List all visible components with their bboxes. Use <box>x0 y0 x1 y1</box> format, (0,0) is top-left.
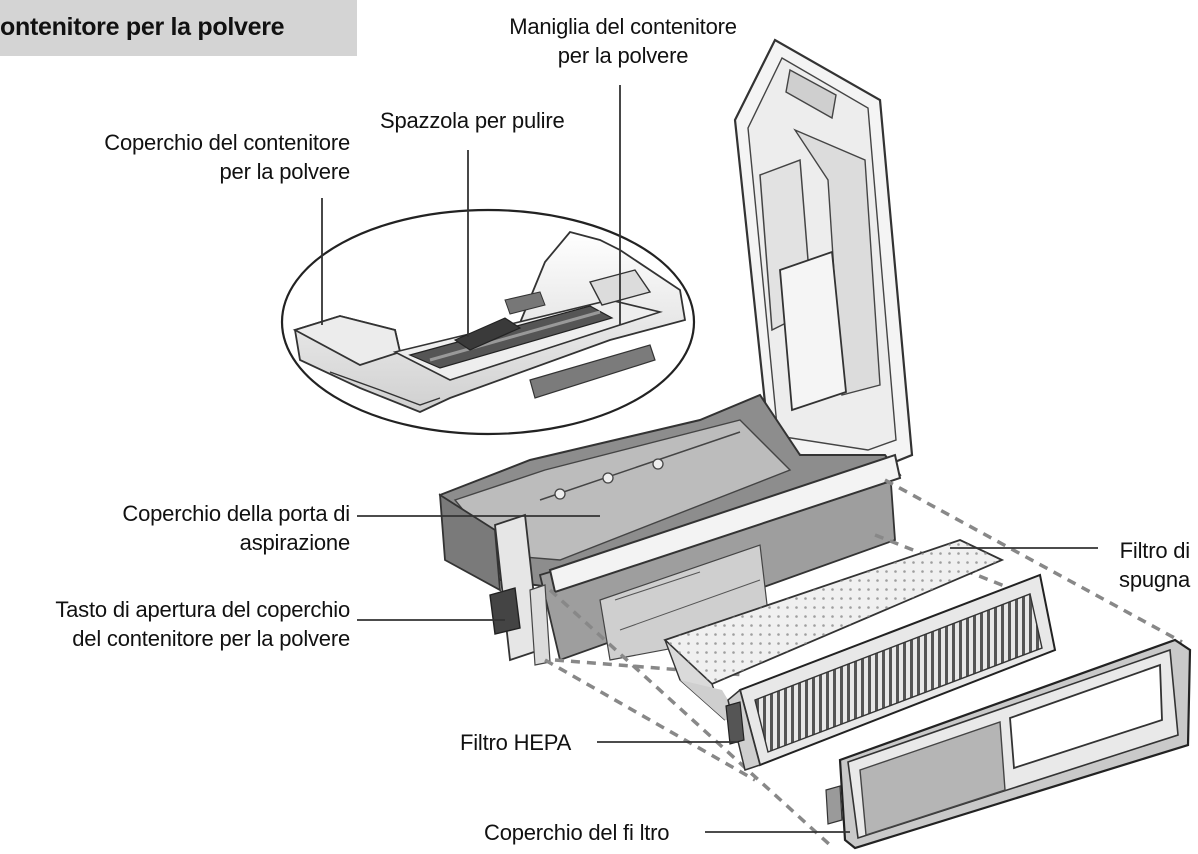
title-bar: ontenitore per la polvere <box>0 0 357 56</box>
label-line: Filtro di <box>1119 538 1191 563</box>
label-cover-open-button: Tasto di apertura del coperchio del cont… <box>0 595 350 653</box>
page-title: ontenitore per la polvere <box>0 13 285 41</box>
label-hepa-filter: Filtro HEPA <box>460 730 572 755</box>
label-line: del contenitore per la polvere <box>72 626 350 651</box>
callout-lines <box>321 85 1098 833</box>
label-line: aspirazione <box>239 530 351 555</box>
label-line: spugna <box>1119 567 1190 592</box>
label-cleaning-brush: Spazzola per pulire <box>380 108 565 133</box>
filter-cover-part <box>825 638 1192 850</box>
label-line: Maniglia del contenitore <box>509 14 737 39</box>
label-line: Tasto di apertura del coperchio <box>55 597 350 622</box>
label-suction-port-cover: Coperchio della porta di aspirazione <box>20 499 350 557</box>
label-dust-bin-cover: Coperchio del contenitore per la polvere <box>20 128 350 186</box>
zoom-inset <box>280 208 696 436</box>
label-sponge-filter: Filtro di spugna <box>1098 536 1190 594</box>
label-line: per la polvere <box>219 159 351 184</box>
label-line: per la polvere <box>557 43 689 68</box>
sponge-filter-part <box>663 539 1005 721</box>
label-filter-cover: Coperchio del fi ltro <box>484 820 670 845</box>
hepa-filter-part <box>725 573 1057 771</box>
label-line: Coperchio della porta di <box>122 501 350 526</box>
dust-bin-body <box>438 393 902 666</box>
label-line: Coperchio del contenitore <box>104 130 350 155</box>
label-dust-bin-handle: Maniglia del contenitore per la polvere <box>458 12 788 70</box>
